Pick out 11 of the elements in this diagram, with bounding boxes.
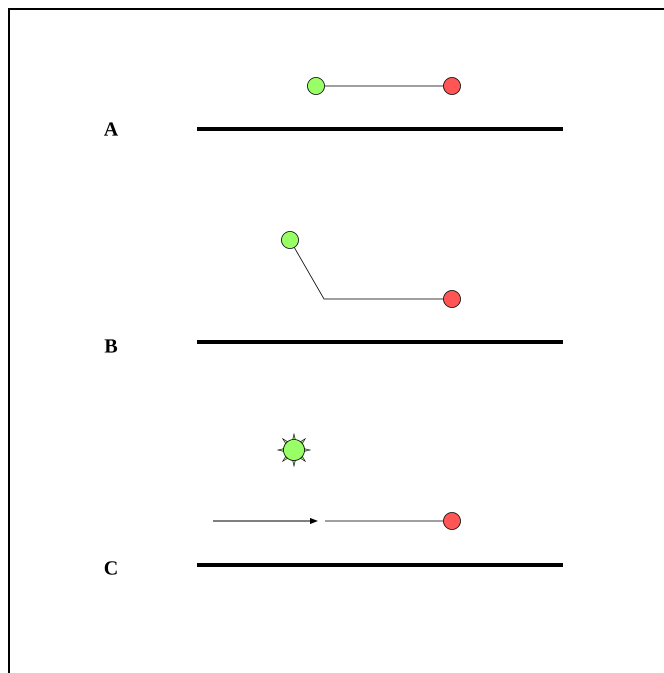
starburst-circle [276,432,312,468]
ball [443,512,461,530]
ball [443,77,461,95]
row-letter: A [104,122,118,136]
ball [307,77,325,95]
row-letter: B [104,339,118,353]
ball [443,290,461,308]
row-letter: C [104,561,117,575]
connector-line [324,520,444,522]
ball [281,231,299,249]
connector-line [294,247,444,300]
